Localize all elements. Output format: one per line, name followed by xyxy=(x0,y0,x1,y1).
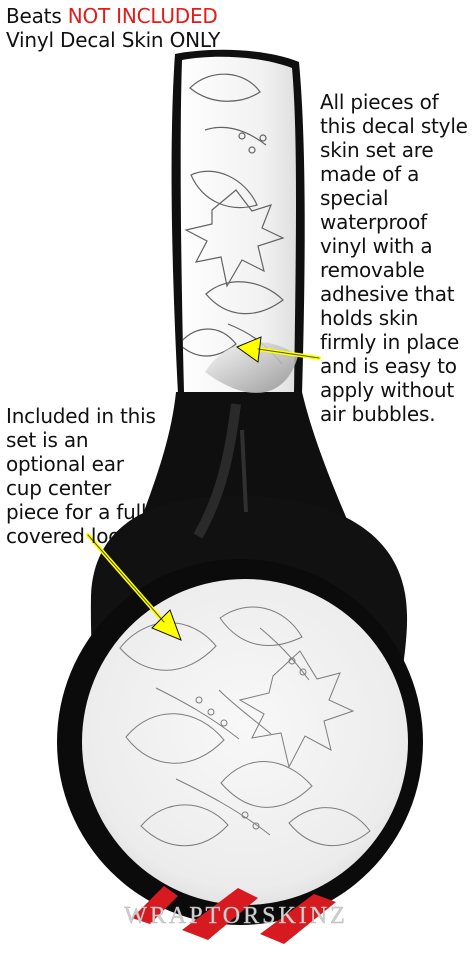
headband-stem-1 xyxy=(204,126,267,146)
ear-cup-berry-2 xyxy=(207,708,215,716)
right-arrow-outline xyxy=(257,348,320,359)
ear-cup-berry-6 xyxy=(288,657,296,665)
logo-slash-marks xyxy=(132,886,336,944)
logo-wordmark: WRAPTORSKINZ xyxy=(124,903,348,929)
headband-decal xyxy=(180,56,296,392)
ear-cup-stem-2 xyxy=(218,689,272,735)
header-line-2: Vinyl Decal Skin ONLY xyxy=(6,28,221,52)
left-arrow-outline xyxy=(87,534,165,623)
headband-leaf-1 xyxy=(189,73,261,102)
ear-cup-berry-7 xyxy=(299,668,307,676)
ear-cup-leaf-2 xyxy=(219,606,303,646)
ear-cup-stem-1 xyxy=(155,687,240,740)
headband-peel-corner xyxy=(205,341,298,394)
headband-decal-base xyxy=(180,56,296,392)
header-brand-text: Beats xyxy=(6,4,68,28)
ear-cup-leaf-4 xyxy=(125,713,225,764)
product-header: Beats NOT INCLUDED Vinyl Decal Skin ONLY xyxy=(6,4,266,52)
wraptorskinz-logo: WRAPTORSKINZ xyxy=(124,886,348,944)
ear-cup-berry-3 xyxy=(220,719,228,727)
hinge-groove xyxy=(240,429,248,513)
arm-highlight xyxy=(193,403,241,539)
headband-leaf-2 xyxy=(190,170,258,209)
headband-leaf-5 xyxy=(180,328,237,357)
ear-cup-berry-4 xyxy=(241,811,249,819)
right-callout-text: All pieces of this decal style skin set … xyxy=(320,90,468,426)
ear-cup-leaf-6 xyxy=(140,804,229,847)
ear-cup-leaf-3 xyxy=(238,650,355,769)
headband-leaf-3 xyxy=(184,189,285,288)
headband-berry-2 xyxy=(248,146,256,154)
headband-leaf-4 xyxy=(205,281,284,315)
logo-slash-center xyxy=(182,888,258,940)
ear-cup-berry-5 xyxy=(252,822,260,830)
header-line-1: Beats NOT INCLUDED xyxy=(6,4,266,28)
ear-cup-berry-1 xyxy=(195,696,203,704)
ear-cup-decal xyxy=(82,579,408,905)
ear-cup-center-piece xyxy=(82,579,408,905)
ear-cup-stem-4 xyxy=(259,627,310,681)
callout-arrow-right xyxy=(235,336,321,363)
logo-slash-left xyxy=(132,886,178,924)
ear-cup-leaf-7 xyxy=(288,807,371,847)
callout-arrow-left xyxy=(86,533,182,641)
left-callout-text: Included in this set is an optional ear … xyxy=(6,404,156,548)
header-not-included-text: NOT INCLUDED xyxy=(67,4,218,28)
ear-cup-leaf-1 xyxy=(119,622,217,671)
ear-cup-stem-3 xyxy=(175,778,271,836)
ear-cup-leaf-pattern xyxy=(119,606,371,847)
headband-berry-1 xyxy=(238,132,246,140)
ear-cup-leaf-5 xyxy=(220,761,313,808)
headband-berry-3 xyxy=(259,134,267,142)
logo-slash-right xyxy=(260,894,336,944)
